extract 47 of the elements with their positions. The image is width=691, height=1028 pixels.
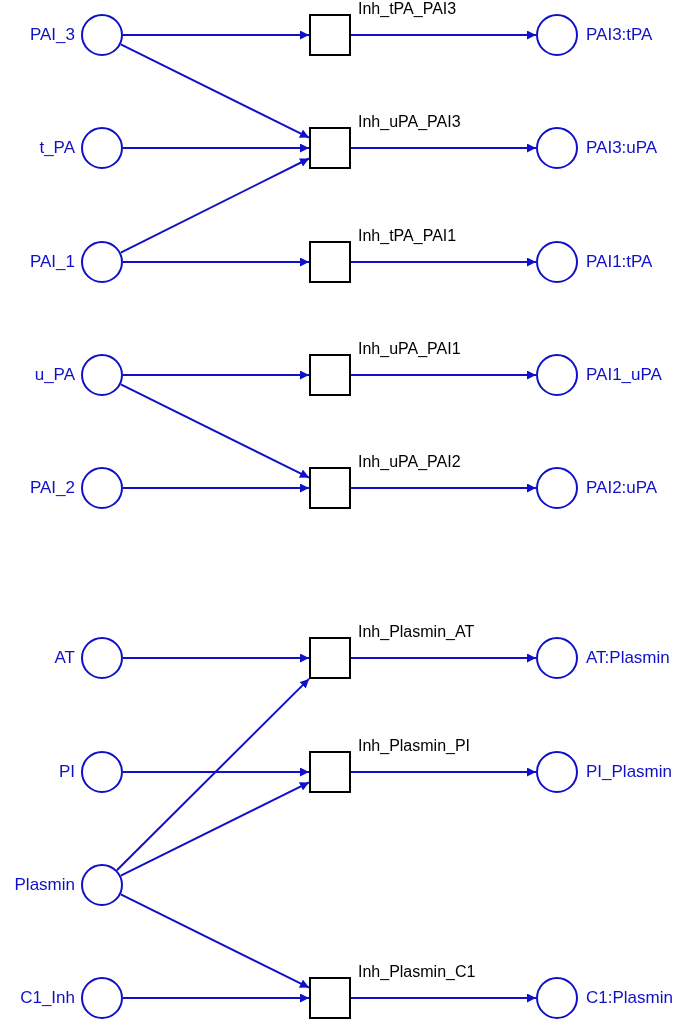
- place-label: u_PA: [34, 364, 75, 387]
- transition-label: Inh_Plasmin_AT: [358, 622, 475, 642]
- place-label: PI_Plasmin: [586, 761, 672, 784]
- place-label: AT: [54, 647, 75, 670]
- place-label: PAI3:uPA: [586, 137, 658, 160]
- arrow: [122, 993, 310, 1003]
- arrow: [350, 767, 537, 777]
- transition-label: Inh_tPA_PAI3: [358, 0, 457, 19]
- arrow: [350, 370, 537, 380]
- place-label: PAI2:uPA: [586, 477, 658, 500]
- arrow: [350, 993, 537, 1003]
- place-label: PAI3:tPA: [586, 24, 653, 47]
- arrow: [122, 653, 310, 663]
- arrow: [119, 157, 310, 254]
- arrow: [115, 677, 310, 872]
- place-label: AT:Plasmin: [586, 647, 670, 670]
- arrow: [350, 30, 537, 40]
- arrow: [119, 781, 310, 877]
- arrow: [119, 383, 310, 479]
- place-label: t_PA: [39, 137, 75, 160]
- transition-label: Inh_uPA_PAI1: [358, 339, 461, 359]
- place-label: PI: [58, 761, 75, 784]
- arrow: [122, 370, 310, 380]
- arrow: [350, 483, 537, 493]
- transition-label: Inh_tPA_PAI1: [358, 226, 457, 246]
- arrow: [122, 767, 310, 777]
- place-label: C1:Plasmin: [586, 987, 673, 1010]
- arrow: [350, 257, 537, 267]
- place-label: PAI_1: [29, 251, 75, 274]
- transition-label: Inh_uPA_PAI2: [358, 452, 461, 472]
- place-label: PAI_3: [29, 24, 75, 47]
- transition-label: Inh_uPA_PAI3: [358, 112, 461, 132]
- place-label: PAI_2: [29, 477, 75, 500]
- arrow: [122, 30, 310, 40]
- arrow: [122, 483, 310, 493]
- arrow: [119, 43, 310, 139]
- arrow: [122, 143, 310, 153]
- place-label: PAI1:tPA: [586, 251, 653, 274]
- place-label: PAI1_uPA: [586, 364, 662, 387]
- arrow: [350, 653, 537, 663]
- arrow: [350, 143, 537, 153]
- arrow: [122, 257, 310, 267]
- arrow: [119, 893, 310, 989]
- place-label: Plasmin: [14, 874, 75, 897]
- place-label: C1_Inh: [20, 987, 75, 1010]
- transition-label: Inh_Plasmin_C1: [358, 962, 476, 982]
- transition-label: Inh_Plasmin_PI: [358, 736, 471, 756]
